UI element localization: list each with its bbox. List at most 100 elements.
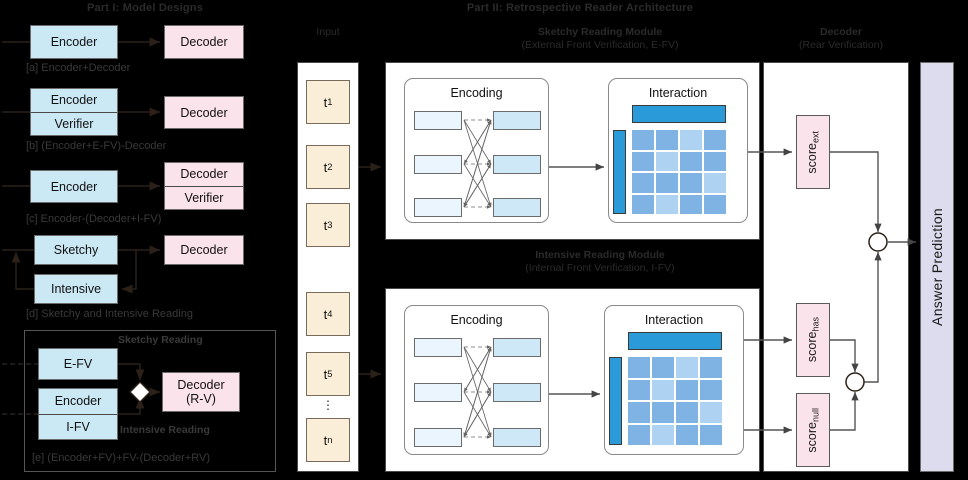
p1c-encoder: Encoder xyxy=(30,170,118,203)
matrix-cell-0-1 xyxy=(656,130,678,150)
matrix-cell-3-2 xyxy=(676,424,698,445)
encoding-right-1 xyxy=(493,338,541,357)
p1e-caption: [e] (Encoder+FV)+FV-(Decoder+RV) xyxy=(32,452,211,464)
sketchy-interaction-label: Interaction xyxy=(648,86,708,100)
token-sub: 5 xyxy=(327,369,333,379)
sketchy-subtitle: (External Front Verification, E-FV) xyxy=(521,39,679,51)
p1c-verifier-label: Verifier xyxy=(184,190,224,205)
intensive-title: Intensive Reading Module xyxy=(535,249,665,261)
encoding-right-3 xyxy=(493,428,541,447)
sketchy-encoding-label: Encoding xyxy=(450,86,503,100)
matrix-cell-2-1 xyxy=(652,402,674,423)
intensive-context-bar xyxy=(609,357,622,445)
p1d-sketchy: Sketchy xyxy=(34,235,118,265)
p1c-decoder-verifier: Decoder Verifier xyxy=(164,162,244,210)
matrix-cell-3-2 xyxy=(680,194,702,214)
score-ext-box: scoreext xyxy=(796,115,830,189)
input-panel xyxy=(297,62,359,472)
token-label: t xyxy=(323,159,328,175)
p1b-decoder: Decoder xyxy=(164,96,244,129)
token-sub: n xyxy=(327,435,333,445)
p1a-caption: [a] Encoder+Decoder xyxy=(26,62,131,74)
p1a-encoder: Encoder xyxy=(30,25,118,59)
score-has-label: scorehas xyxy=(805,317,821,363)
matrix-cell-2-3 xyxy=(700,402,722,423)
score-has-box: scorehas xyxy=(796,303,830,377)
intensive-query-bar xyxy=(628,332,722,350)
p1b-caption: [b] (Encoder+E-FV)-Decoder xyxy=(26,140,167,152)
decoder-subtitle: (Rear Verification) xyxy=(798,39,884,51)
token-sub: 4 xyxy=(327,309,333,319)
encoding-right-2 xyxy=(493,155,541,174)
matrix-cell-3-1 xyxy=(652,424,674,445)
p1d-intensive: Intensive xyxy=(34,274,118,304)
token-sub: 3 xyxy=(327,220,333,230)
p1e-decoder-line1: Decoder xyxy=(177,378,225,392)
p1e-encoder-ifv: Encoder I-FV xyxy=(38,388,118,440)
part1-title: Part I: Model Designs xyxy=(86,2,204,14)
token-ellipsis: ⋮ xyxy=(322,398,334,412)
matrix-cell-2-2 xyxy=(676,402,698,423)
intensive-attention-matrix xyxy=(628,357,722,445)
p1e-panel xyxy=(24,330,276,472)
matrix-cell-0-2 xyxy=(680,130,702,150)
p1b-encoder-label: Encoder xyxy=(31,89,117,113)
part2-title: Part II: Retrospective Reader Architectu… xyxy=(466,2,694,14)
token-label: t xyxy=(323,217,328,233)
token-label: t xyxy=(323,432,328,448)
matrix-cell-1-2 xyxy=(676,379,698,400)
matrix-cell-3-3 xyxy=(700,424,722,445)
encoding-left-3 xyxy=(414,198,462,217)
matrix-cell-3-0 xyxy=(628,424,650,445)
encoding-left-2 xyxy=(414,383,462,402)
matrix-cell-0-1 xyxy=(652,357,674,378)
matrix-cell-2-3 xyxy=(704,173,726,193)
token-sub: 1 xyxy=(327,97,333,107)
matrix-cell-3-1 xyxy=(656,194,678,214)
token-label: t xyxy=(323,366,328,382)
answer-prediction-label: Answer Prediction xyxy=(929,208,945,326)
matrix-cell-2-2 xyxy=(680,173,702,193)
token-label: t xyxy=(323,94,328,110)
p1e-ifv-label: I-FV xyxy=(66,419,90,434)
matrix-cell-0-3 xyxy=(704,130,726,150)
matrix-cell-2-0 xyxy=(632,173,654,193)
p1e-note-top: Sketchy Reading xyxy=(118,334,203,346)
p1e-decoder-line2: (R-V) xyxy=(186,392,216,406)
encoding-right-3 xyxy=(493,198,541,217)
token-sub: 2 xyxy=(327,162,333,172)
matrix-cell-2-0 xyxy=(628,402,650,423)
p1d-decoder: Decoder xyxy=(164,235,244,265)
matrix-cell-2-1 xyxy=(656,173,678,193)
matrix-cell-0-0 xyxy=(632,130,654,150)
encoding-left-3 xyxy=(414,428,462,447)
sketchy-title: Sketchy Reading Module xyxy=(537,26,663,38)
matrix-cell-1-2 xyxy=(680,151,702,171)
matrix-cell-1-1 xyxy=(652,379,674,400)
intensive-encoding-label: Encoding xyxy=(450,313,503,327)
matrix-cell-1-0 xyxy=(632,151,654,171)
intensive-interaction-label: Interaction xyxy=(644,313,704,327)
token-label: t xyxy=(323,306,328,322)
matrix-cell-1-3 xyxy=(704,151,726,171)
score-ext-label: scoreext xyxy=(805,130,821,174)
decoder-panel xyxy=(763,62,909,472)
p1b-encoder-verifier: Encoder Verifier xyxy=(30,88,118,136)
sketchy-context-bar xyxy=(613,130,626,214)
encoding-right-2 xyxy=(493,383,541,402)
intensive-subtitle: (Internal Front Verification, I-FV) xyxy=(525,262,675,274)
score-null-label: scorenull xyxy=(805,407,821,453)
input-label: Input xyxy=(316,26,340,38)
matrix-cell-1-0 xyxy=(628,379,650,400)
p1e-note-bottom: Intensive Reading xyxy=(120,424,210,436)
p1c-caption: [c] Encoder-(Decoder+I-FV) xyxy=(26,213,162,225)
encoding-right-1 xyxy=(493,111,541,130)
p1e-efv: E-FV xyxy=(38,348,118,380)
p1d-caption: [d] Sketchy and Intensive Reading xyxy=(26,308,193,320)
p1c-decoder-label: Decoder xyxy=(165,163,243,187)
sketchy-attention-matrix xyxy=(632,130,726,214)
matrix-cell-0-2 xyxy=(676,357,698,378)
